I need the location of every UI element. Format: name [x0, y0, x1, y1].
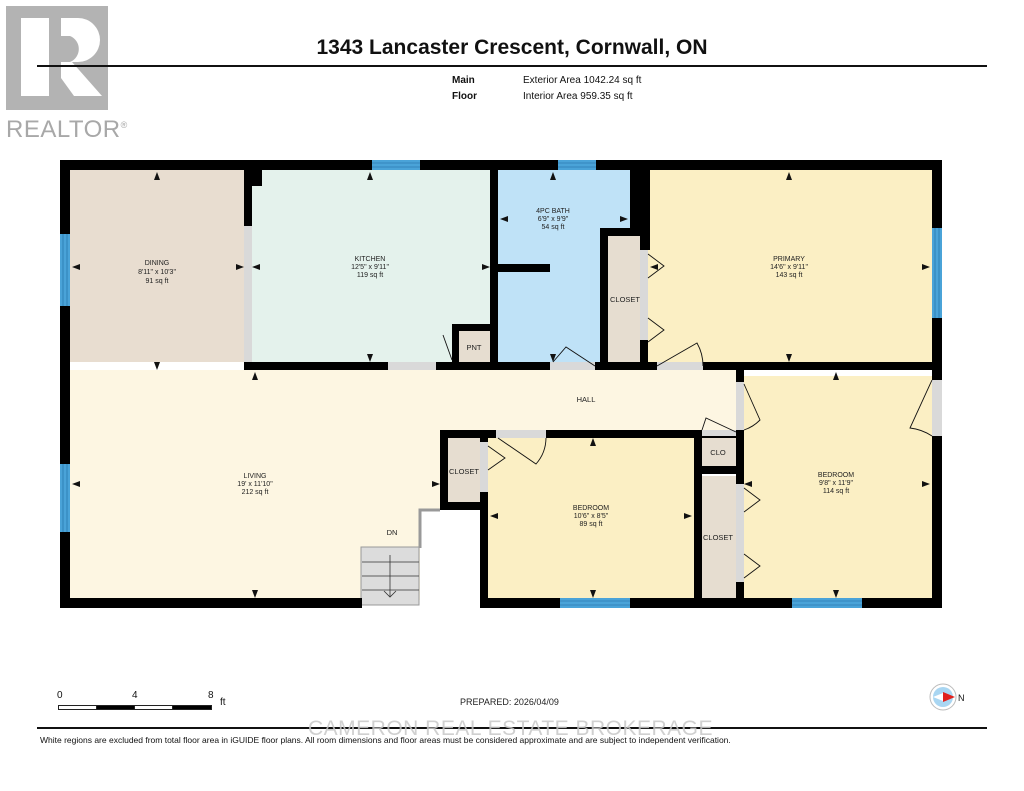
- svg-text:143 sq ft: 143 sq ft: [776, 272, 803, 279]
- windows: [60, 160, 942, 608]
- dimension-markers: [72, 172, 930, 598]
- svg-text:DINING: DINING: [145, 260, 170, 267]
- brokerage-watermark: CAMERON REAL ESTATE BROKERAGE: [308, 717, 714, 740]
- exterior-area: Exterior Area 1042.24 sq ft: [523, 75, 642, 86]
- label-bath: 4PC BATH 6'9" x 9'9" 54 sq ft: [536, 208, 570, 231]
- svg-text:LIVING: LIVING: [244, 473, 267, 480]
- room-primary: [648, 170, 932, 362]
- label-closet-bedroom: CLOSET: [703, 533, 733, 542]
- svg-text:BEDROOM: BEDROOM: [573, 505, 609, 512]
- label-pantry: PNT: [467, 343, 482, 352]
- label-living: LIVING 19' x 11'10" 212 sq ft: [237, 473, 273, 496]
- svg-text:89 sq ft: 89 sq ft: [580, 521, 603, 528]
- label-bedroom-2: BEDROOM 9'8" x 11'9" 114 sq ft: [818, 472, 854, 495]
- footer-divider: [37, 727, 987, 729]
- disclaimer: White regions are excluded from total fl…: [40, 735, 731, 745]
- closet-bath: [608, 236, 642, 362]
- label-hall: HALL: [577, 395, 596, 404]
- room-kitchen: [250, 170, 492, 362]
- floor-label: Main Floor: [452, 75, 477, 102]
- realtor-wordmark: REALTOR®: [6, 116, 128, 143]
- label-stairs-down: DN: [387, 528, 398, 537]
- page-title: 1343 Lancaster Crescent, Cornwall, ON: [316, 36, 708, 59]
- svg-text:14'6" x 9'11": 14'6" x 9'11": [770, 264, 808, 271]
- interior-area: Interior Area 959.35 sq ft: [523, 91, 633, 102]
- svg-text:10'6" x 8'5": 10'6" x 8'5": [574, 513, 609, 520]
- label-dining: DINING 8'11" x 10'3" 91 sq ft: [138, 260, 176, 285]
- clo: [702, 436, 738, 470]
- svg-text:114 sq ft: 114 sq ft: [823, 488, 849, 495]
- label-bedroom-1: BEDROOM 10'6" x 8'5" 89 sq ft: [573, 505, 609, 528]
- closet-bedroom: [700, 476, 736, 600]
- room-dining: [70, 170, 248, 362]
- realtor-r-icon: [6, 6, 108, 110]
- door-openings: [244, 226, 942, 582]
- label-clo: CLO: [710, 448, 726, 457]
- svg-text:91 sq ft: 91 sq ft: [146, 278, 169, 285]
- closet-living: [446, 437, 482, 503]
- title-divider: [37, 65, 987, 67]
- label-kitchen: KITCHEN 12'5" x 9'11" 119 sq ft: [351, 256, 389, 279]
- svg-text:54 sq ft: 54 sq ft: [542, 224, 565, 231]
- svg-text:6'9" x 9'9": 6'9" x 9'9": [538, 216, 569, 223]
- pantry: [458, 330, 490, 362]
- door-swings: [442, 253, 933, 579]
- svg-text:4PC BATH: 4PC BATH: [536, 208, 570, 215]
- svg-text:19' x 11'10": 19' x 11'10": [237, 481, 273, 488]
- scale-label-8: 8: [208, 690, 214, 701]
- scale-label-0: 0: [57, 690, 63, 701]
- label-primary: PRIMARY 14'6" x 9'11" 143 sq ft: [770, 256, 808, 279]
- room-bedroom-1: [488, 436, 694, 600]
- svg-text:212 sq ft: 212 sq ft: [242, 489, 269, 496]
- svg-text:KITCHEN: KITCHEN: [355, 256, 386, 263]
- svg-text:119 sq ft: 119 sq ft: [357, 272, 383, 279]
- realtor-logo: REALTOR®: [6, 6, 127, 143]
- room-living-hall: [70, 370, 738, 432]
- svg-text:BEDROOM: BEDROOM: [818, 472, 854, 479]
- svg-text:8'11" x 10'3": 8'11" x 10'3": [138, 269, 176, 276]
- scale-label-4: 4: [132, 690, 138, 701]
- svg-text:9'8" x 11'9": 9'8" x 11'9": [819, 480, 853, 487]
- prepared-date: PREPARED: 2026/04/09: [460, 697, 559, 707]
- label-closet-living: CLOSET: [449, 467, 479, 476]
- scale-unit: ft: [220, 697, 226, 708]
- label-closet-bath: CLOSET: [610, 295, 640, 304]
- svg-text:PRIMARY: PRIMARY: [773, 256, 805, 263]
- north-arrow-icon: N: [928, 682, 968, 717]
- svg-text:N: N: [958, 693, 965, 703]
- room-bedroom-2: [742, 376, 932, 600]
- svg-text:12'5" x 9'11": 12'5" x 9'11": [351, 264, 389, 271]
